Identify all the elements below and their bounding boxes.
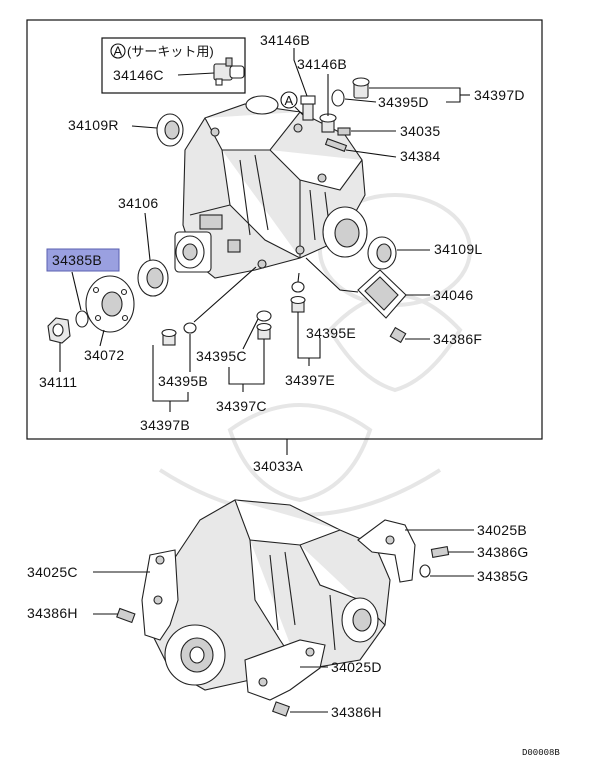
stud-34384-icon xyxy=(324,138,348,152)
part-label-34106: 34106 xyxy=(118,195,158,211)
part-label-34109R: 34109R xyxy=(68,117,119,133)
part-label-34025C: 34025C xyxy=(27,564,78,580)
bolt-34386G-icon xyxy=(430,546,450,558)
part-label-34146C: 34146C xyxy=(113,67,164,83)
part-label-34395E: 34395E xyxy=(306,325,356,341)
plug-34397E-icon xyxy=(290,295,306,313)
part-label-34386G: 34386G xyxy=(477,544,529,560)
bolt-34386H-top-icon xyxy=(116,607,136,624)
seal-34109R-icon xyxy=(156,113,184,147)
part-label-34025B: 34025B xyxy=(477,522,527,538)
part-label-34385B: 34385B xyxy=(52,252,102,268)
bracket-34025D-icon xyxy=(244,639,326,701)
part-label-34072: 34072 xyxy=(84,347,124,363)
differential-assembly xyxy=(149,499,391,691)
bracket-34025C-icon xyxy=(141,549,179,641)
plug-34397C-icon xyxy=(256,322,272,340)
sensor-34146B-icon xyxy=(300,95,316,121)
part-label-34397D: 34397D xyxy=(474,87,525,103)
highlighted-part-label-box xyxy=(46,248,120,272)
part-label-34046: 34046 xyxy=(433,287,473,303)
plug-34397D-icon xyxy=(352,77,370,99)
part-label-34109L: 34109L xyxy=(434,241,483,257)
part-label-34035: 34035 xyxy=(400,123,440,139)
part-label-34385G: 34385G xyxy=(477,568,529,584)
gasket-34395D-icon xyxy=(331,89,345,107)
part-label-34397E: 34397E xyxy=(285,372,335,388)
part-label-34386F: 34386F xyxy=(433,331,482,347)
part-label-34397B: 34397B xyxy=(140,417,190,433)
part-label-34146B-1: 34146B xyxy=(260,32,310,48)
washer-34385G-icon xyxy=(419,564,431,578)
part-label-34384: 34384 xyxy=(400,148,440,164)
seal-34109L-icon xyxy=(367,236,397,270)
inset-box: A (サーキット用) 34146C xyxy=(101,37,246,94)
bolt-34386H-bottom-icon xyxy=(272,701,290,717)
bolt-34386F-icon xyxy=(389,326,407,344)
bracket-34025B-icon xyxy=(357,519,416,583)
diagram-code: D00008B xyxy=(522,748,560,758)
part-label-34386H-bottom: 34386H xyxy=(331,704,382,720)
part-label-34386H-top: 34386H xyxy=(27,605,78,621)
inset-note: (サーキット用) xyxy=(127,44,214,59)
bolt-34035-icon xyxy=(337,127,351,136)
gasket-34395C-icon xyxy=(256,310,272,322)
part-label-34025D: 34025D xyxy=(331,659,382,675)
sensor-34146C-icon xyxy=(213,57,245,86)
cover-34046-icon xyxy=(357,269,407,319)
callout-marker: A xyxy=(285,93,294,108)
part-label-34033A: 34033A xyxy=(253,458,303,474)
part-label-34111: 34111 xyxy=(39,374,77,390)
part-label-34146B-2: 34146B xyxy=(297,56,347,72)
seal-34106-icon xyxy=(137,259,169,297)
plug-34397B-icon xyxy=(161,328,177,346)
plug-34146B-icon xyxy=(319,113,337,133)
callout-a-icon xyxy=(280,91,298,109)
part-label-34395B: 34395B xyxy=(158,373,208,389)
inset-marker: A xyxy=(114,44,123,59)
gasket-34395B-icon xyxy=(183,322,197,334)
differential-carrier-exploded xyxy=(174,95,368,279)
nut-34111-icon xyxy=(47,317,71,344)
part-label-34395D: 34395D xyxy=(378,94,429,110)
assembly-frame xyxy=(26,19,543,440)
part-label-34395C: 34395C xyxy=(196,348,247,364)
washer-34385B-icon xyxy=(75,310,89,328)
gasket-34395E-icon xyxy=(291,281,305,293)
flange-34072-icon xyxy=(85,275,135,333)
part-label-34397C: 34397C xyxy=(216,398,267,414)
